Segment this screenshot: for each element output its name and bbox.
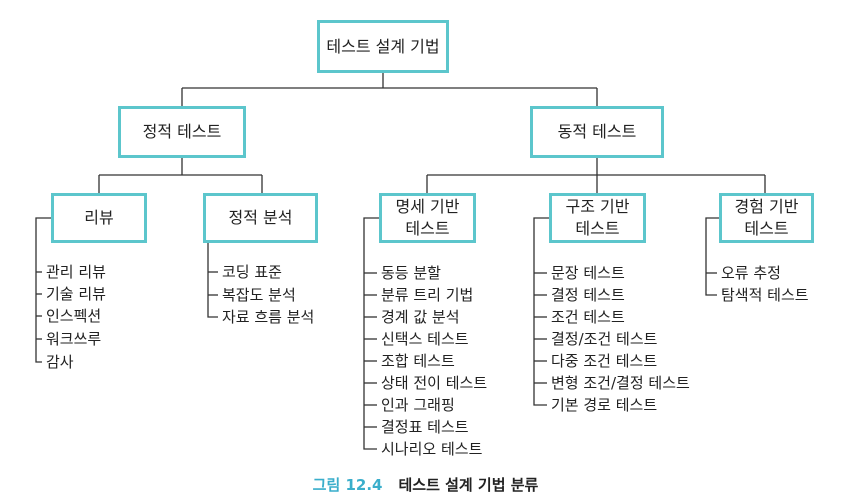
structure-based-node: 구조 기반 테스트 bbox=[549, 193, 646, 243]
experience-based-label: 경험 기반 테스트 bbox=[734, 197, 799, 238]
spec-based-label: 명세 기반 테스트 bbox=[395, 197, 460, 238]
experience-based-node: 경험 기반 테스트 bbox=[719, 193, 814, 243]
dynamic-test-label: 동적 테스트 bbox=[557, 122, 637, 141]
review-item: 인스펙션 bbox=[46, 307, 102, 325]
structure-item: 조건 테스트 bbox=[551, 308, 625, 326]
spec-item: 분류 트리 기법 bbox=[381, 286, 474, 304]
review-label: 리뷰 bbox=[84, 208, 114, 227]
spec-item: 경계 값 분석 bbox=[381, 308, 460, 326]
review-item: 기술 리뷰 bbox=[46, 285, 106, 303]
static-test-node: 정적 테스트 bbox=[118, 106, 246, 158]
review-item: 관리 리뷰 bbox=[46, 263, 106, 281]
spec-item: 동등 분할 bbox=[381, 264, 441, 282]
dynamic-test-node: 동적 테스트 bbox=[530, 106, 664, 158]
experience-item: 오류 추정 bbox=[721, 264, 781, 282]
spec-item: 조합 테스트 bbox=[381, 352, 455, 370]
structure-item: 결정/조건 테스트 bbox=[551, 330, 658, 348]
static-analysis-label: 정적 분석 bbox=[228, 208, 293, 227]
experience-item: 탐색적 테스트 bbox=[721, 286, 809, 304]
spec-item: 신택스 테스트 bbox=[381, 330, 469, 348]
spec-item: 결정표 테스트 bbox=[381, 418, 469, 436]
static-analysis-item: 자료 흐름 분석 bbox=[222, 308, 315, 326]
spec-item: 인과 그래핑 bbox=[381, 396, 455, 414]
structure-item: 변형 조건/결정 테스트 bbox=[551, 374, 690, 392]
static-analysis-item: 복잡도 분석 bbox=[222, 286, 296, 304]
spec-based-node: 명세 기반 테스트 bbox=[379, 193, 476, 243]
structure-item: 문장 테스트 bbox=[551, 264, 625, 282]
spec-item: 상태 전이 테스트 bbox=[381, 374, 488, 392]
structure-based-label: 구조 기반 테스트 bbox=[565, 197, 630, 238]
root-node-label: 테스트 설계 기법 bbox=[326, 36, 440, 56]
structure-item: 기본 경로 테스트 bbox=[551, 396, 658, 414]
root-node: 테스트 설계 기법 bbox=[317, 20, 449, 73]
structure-item: 결정 테스트 bbox=[551, 286, 625, 304]
structure-item: 다중 조건 테스트 bbox=[551, 352, 658, 370]
review-item: 감사 bbox=[46, 353, 74, 371]
spec-item: 시나리오 테스트 bbox=[381, 440, 483, 458]
static-analysis-item: 코딩 표준 bbox=[222, 263, 282, 281]
static-test-label: 정적 테스트 bbox=[142, 122, 222, 141]
static-analysis-node: 정적 분석 bbox=[203, 193, 318, 243]
review-node: 리뷰 bbox=[51, 193, 147, 243]
review-item: 워크쓰루 bbox=[46, 330, 102, 348]
figure-title: 테스트 설계 기법 분류 bbox=[398, 476, 539, 494]
figure-number: 그림 12.4 bbox=[312, 476, 383, 494]
connector-lines bbox=[35, 73, 766, 450]
figure-caption: 그림 12.4 테스트 설계 기법 분류 bbox=[0, 474, 851, 495]
